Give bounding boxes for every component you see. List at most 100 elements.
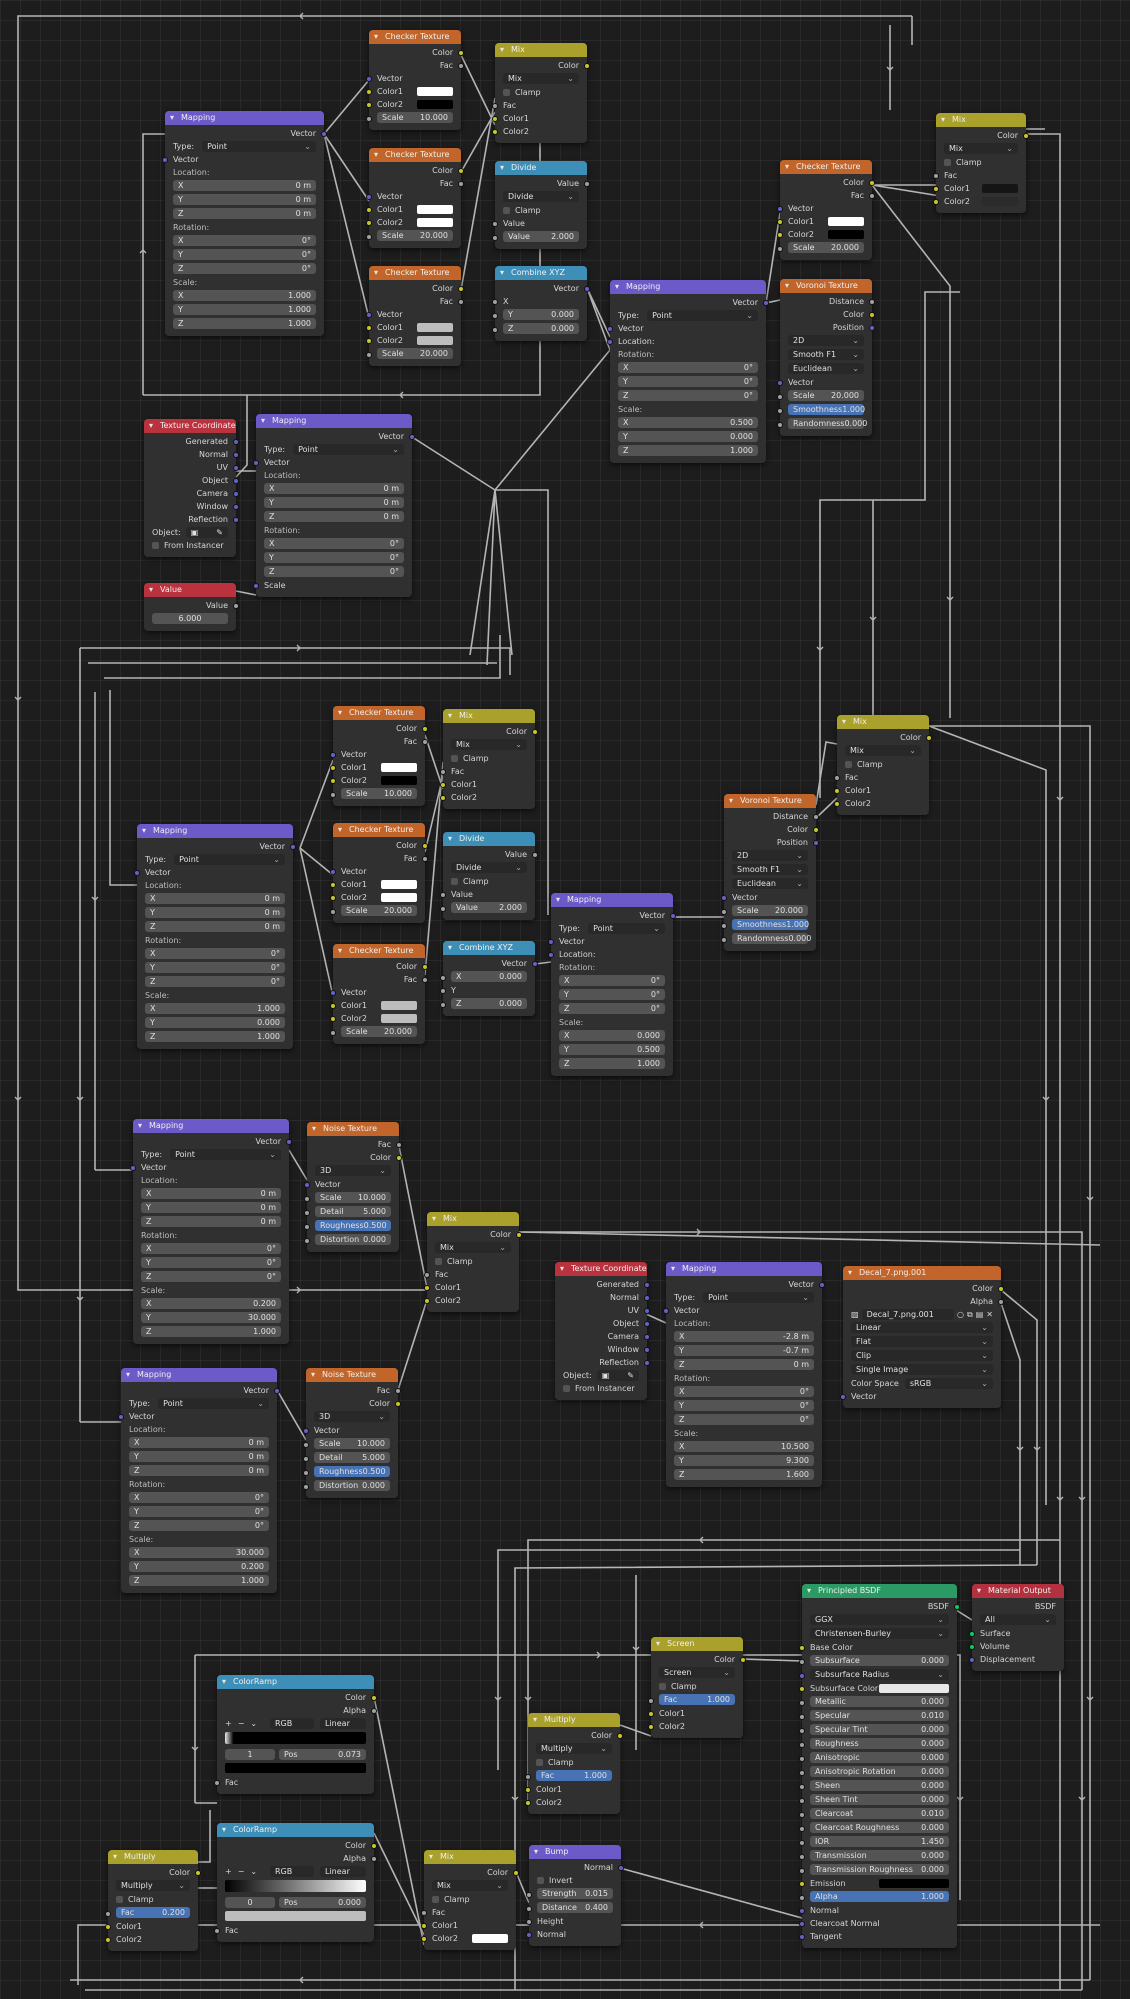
dropdown[interactable]: 3D⌄	[314, 1411, 390, 1422]
input-socket[interactable]	[105, 1910, 111, 1917]
node-header[interactable]: Checker Texture	[333, 944, 425, 958]
node-noi2[interactable]: Noise TextureFacColor3D⌄VectorScale10.00…	[303, 1368, 401, 1498]
type-dropdown[interactable]: Point⌄	[158, 1398, 269, 1409]
eyedropper-icon[interactable]: ✎	[216, 528, 223, 537]
color-swatch[interactable]	[417, 323, 453, 332]
output-socket[interactable]	[644, 1333, 650, 1340]
node-bump[interactable]: BumpNormalInvertStrength0.015Distance0.4…	[526, 1845, 624, 1946]
color-swatch[interactable]	[381, 1014, 417, 1023]
input-socket[interactable]	[303, 1483, 309, 1490]
output-socket[interactable]	[409, 433, 415, 440]
checkbox[interactable]	[152, 542, 159, 549]
color-swatch[interactable]	[381, 1001, 417, 1010]
input-socket[interactable]	[721, 922, 727, 929]
input-socket[interactable]	[440, 794, 446, 801]
value-field[interactable]: 6.000	[152, 613, 228, 624]
color-swatch[interactable]	[879, 1684, 949, 1693]
output-socket[interactable]	[395, 1400, 401, 1407]
input-socket[interactable]	[303, 1469, 309, 1476]
output-socket[interactable]	[233, 464, 239, 471]
input-socket[interactable]	[492, 234, 498, 241]
input-socket[interactable]	[440, 768, 446, 775]
dropdown[interactable]: GGX⌄	[810, 1614, 949, 1625]
node-chk1[interactable]: Checker TextureColorFacVectorColor1Color…	[366, 30, 464, 130]
dropdown[interactable]: Mix⌄	[432, 1880, 508, 1891]
input-socket[interactable]	[799, 1644, 805, 1651]
output-socket[interactable]	[1023, 132, 1029, 139]
input-socket[interactable]	[421, 1935, 427, 1942]
color-swatch[interactable]	[381, 880, 417, 889]
input-socket[interactable]	[648, 1723, 654, 1730]
input-socket[interactable]	[799, 1839, 805, 1846]
color-ramp-gradient[interactable]	[225, 1732, 366, 1744]
input-socket[interactable]	[607, 325, 613, 332]
input-socket[interactable]	[330, 1002, 336, 1009]
output-socket[interactable]	[644, 1307, 650, 1314]
input-socket[interactable]	[330, 751, 336, 758]
remove-stop-icon[interactable]: −	[237, 1719, 245, 1728]
input-socket[interactable]	[799, 1672, 805, 1679]
input-socket[interactable]	[799, 1920, 805, 1927]
color-swatch[interactable]	[417, 205, 453, 214]
dropdown[interactable]: 2D⌄	[788, 335, 864, 346]
node-header[interactable]: Value	[144, 583, 236, 597]
output-socket[interactable]	[516, 1231, 522, 1238]
chevron-down-icon[interactable]: ⌄	[250, 1867, 258, 1876]
output-socket[interactable]	[422, 855, 428, 862]
interpolation-dropdown[interactable]: Linear	[320, 1718, 366, 1729]
dropdown[interactable]: Divide⌄	[451, 862, 527, 873]
output-socket[interactable]	[926, 734, 932, 741]
output-socket[interactable]	[396, 1141, 402, 1148]
input-socket[interactable]	[421, 1922, 427, 1929]
output-socket[interactable]	[458, 285, 464, 292]
input-socket[interactable]	[492, 326, 498, 333]
output-socket[interactable]	[233, 477, 239, 484]
folder-icon[interactable]: ▤	[975, 1310, 984, 1319]
input-socket[interactable]	[424, 1271, 430, 1278]
node-header[interactable]: Divide	[443, 832, 535, 846]
node-chk7[interactable]: Checker TextureColorFacVectorColor1Color…	[330, 944, 428, 1044]
node-chk4[interactable]: Checker TextureColorFacVectorColor1Color…	[777, 160, 875, 260]
dropdown[interactable]: Single Image⌄	[851, 1364, 993, 1375]
add-stop-icon[interactable]: +	[225, 1719, 232, 1728]
input-socket[interactable]	[777, 231, 783, 238]
output-socket[interactable]	[617, 1732, 623, 1739]
input-socket[interactable]	[366, 206, 372, 213]
checkbox[interactable]	[944, 159, 951, 166]
color-swatch[interactable]	[982, 197, 1018, 206]
input-socket[interactable]	[130, 1164, 136, 1171]
output-socket[interactable]	[458, 62, 464, 69]
input-socket[interactable]	[492, 312, 498, 319]
input-socket[interactable]	[366, 311, 372, 318]
input-socket[interactable]	[304, 1195, 310, 1202]
node-header[interactable]: Checker Texture	[780, 160, 872, 174]
color-swatch[interactable]	[417, 218, 453, 227]
output-socket[interactable]	[998, 1298, 1004, 1305]
node-header[interactable]: Decal_7.png.001	[843, 1266, 1001, 1280]
output-socket[interactable]	[233, 438, 239, 445]
input-socket[interactable]	[330, 881, 336, 888]
output-socket[interactable]	[644, 1281, 650, 1288]
